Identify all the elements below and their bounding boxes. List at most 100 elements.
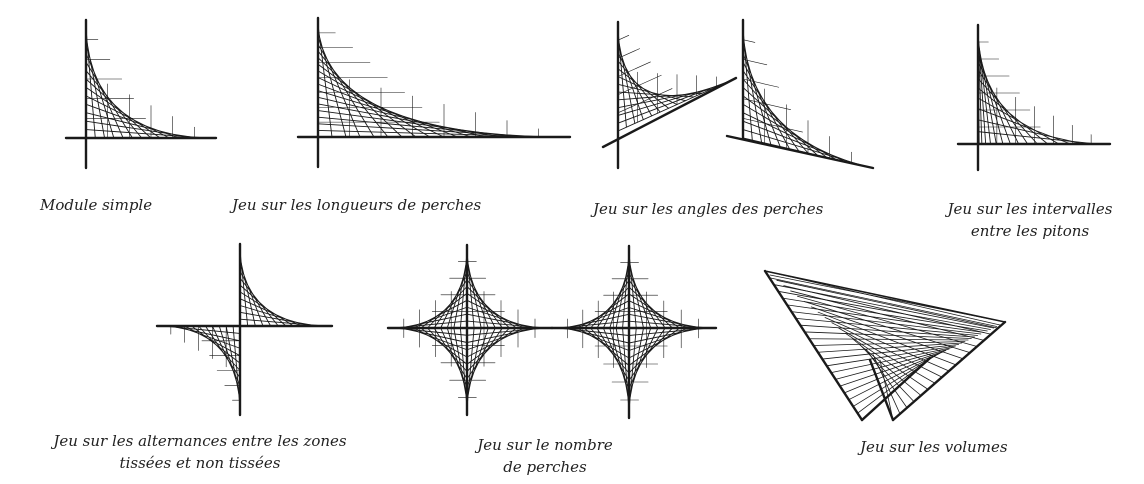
string-line bbox=[830, 347, 953, 373]
string-line bbox=[85, 95, 171, 139]
string-line bbox=[400, 313, 468, 329]
pole-slanted bbox=[601, 76, 738, 149]
string-line bbox=[239, 318, 325, 327]
string-line bbox=[400, 327, 468, 343]
string-line bbox=[742, 95, 828, 158]
top-thread bbox=[764, 270, 1006, 323]
string-line bbox=[977, 131, 1097, 145]
string-line bbox=[783, 285, 992, 335]
string-line bbox=[394, 327, 468, 336]
string-line bbox=[977, 69, 1029, 145]
string-line bbox=[861, 357, 931, 421]
string-line bbox=[879, 359, 894, 421]
caption-module-simple: Module simple bbox=[40, 194, 152, 216]
string-line bbox=[858, 343, 915, 403]
string-line bbox=[852, 338, 922, 396]
string-line bbox=[232, 325, 241, 409]
string-line bbox=[617, 81, 729, 124]
string-line bbox=[977, 108, 1072, 145]
string-line bbox=[826, 345, 956, 367]
string-line bbox=[557, 327, 630, 336]
string-line bbox=[872, 354, 901, 415]
string-line bbox=[85, 120, 198, 139]
string-line bbox=[617, 76, 678, 105]
caption-volumes: Jeu sur les volumes bbox=[860, 436, 1008, 458]
string-line bbox=[838, 327, 936, 384]
caption-line: de perches bbox=[503, 458, 587, 476]
caption-line: Jeu sur les intervalles bbox=[947, 200, 1113, 218]
string-line bbox=[769, 277, 998, 327]
panel-nombre bbox=[386, 243, 718, 420]
string-line bbox=[831, 322, 943, 378]
string-line bbox=[742, 86, 818, 156]
caption-longueurs: Jeu sur les longueurs de perches bbox=[232, 194, 481, 216]
string-line bbox=[239, 311, 318, 327]
caption-nombre: Jeu sur le nombre de perches bbox=[445, 434, 645, 478]
panel-volumes bbox=[763, 269, 1007, 422]
string-line bbox=[617, 48, 640, 59]
string-line bbox=[742, 98, 791, 110]
string-line bbox=[857, 356, 934, 414]
string-line bbox=[742, 78, 780, 88]
string-line bbox=[742, 120, 855, 165]
string-line bbox=[799, 324, 975, 338]
string-line bbox=[617, 74, 662, 95]
string-line bbox=[742, 129, 865, 167]
string-line bbox=[977, 97, 1060, 145]
string-line bbox=[852, 354, 937, 407]
string-line bbox=[628, 313, 702, 329]
caption-line: Jeu sur les alternances entre les zones bbox=[53, 432, 347, 450]
string-line bbox=[848, 353, 940, 401]
caption-line: Jeu sur les volumes bbox=[860, 438, 1008, 456]
caption-line: Jeu sur le nombre bbox=[477, 436, 613, 454]
string-line bbox=[817, 311, 957, 366]
string-line bbox=[977, 87, 1049, 145]
panel-intervalles bbox=[956, 23, 1112, 172]
string-line bbox=[835, 348, 950, 380]
string-line bbox=[797, 295, 978, 347]
caption-alternances: Jeu sur les alternances entre les zones … bbox=[10, 430, 390, 474]
string-line bbox=[317, 129, 557, 138]
string-line bbox=[791, 311, 982, 335]
string-line bbox=[977, 53, 1011, 145]
string-line bbox=[466, 327, 546, 336]
caption-line: tissées et non tissées bbox=[119, 454, 281, 472]
string-line bbox=[466, 327, 539, 343]
string-line bbox=[790, 290, 985, 341]
string-line bbox=[977, 119, 1084, 145]
string-line bbox=[85, 103, 180, 139]
string-line bbox=[824, 317, 950, 372]
string-line bbox=[85, 86, 161, 139]
panel-alternances bbox=[155, 242, 334, 417]
string-line bbox=[394, 320, 468, 329]
string-line bbox=[813, 341, 966, 346]
string-line bbox=[628, 327, 710, 336]
string-line bbox=[977, 61, 1020, 145]
string-line bbox=[742, 39, 756, 43]
string-line bbox=[742, 78, 809, 154]
caption-line: Jeu sur les angles des perches bbox=[593, 200, 824, 218]
caption-line: Module simple bbox=[40, 196, 153, 214]
string-line bbox=[557, 320, 630, 329]
panel-longueurs bbox=[296, 16, 572, 169]
string-line bbox=[845, 333, 929, 390]
string-line bbox=[564, 327, 630, 344]
string-line bbox=[817, 342, 963, 353]
caption-angles: Jeu sur les angles des perches bbox=[593, 198, 823, 220]
string-line bbox=[617, 83, 686, 102]
string-line bbox=[317, 123, 543, 138]
string-line bbox=[977, 47, 1004, 145]
string-line bbox=[777, 290, 991, 330]
string-line bbox=[225, 325, 241, 401]
string-line bbox=[628, 320, 710, 329]
string-line bbox=[810, 306, 964, 360]
string-line bbox=[776, 279, 999, 329]
string-line bbox=[617, 85, 720, 116]
string-line bbox=[617, 35, 630, 41]
string-line bbox=[466, 313, 539, 329]
string-line bbox=[742, 59, 768, 66]
string-line bbox=[617, 61, 651, 77]
caption-line: entre les pitons bbox=[970, 222, 1090, 240]
string-line bbox=[466, 320, 546, 329]
